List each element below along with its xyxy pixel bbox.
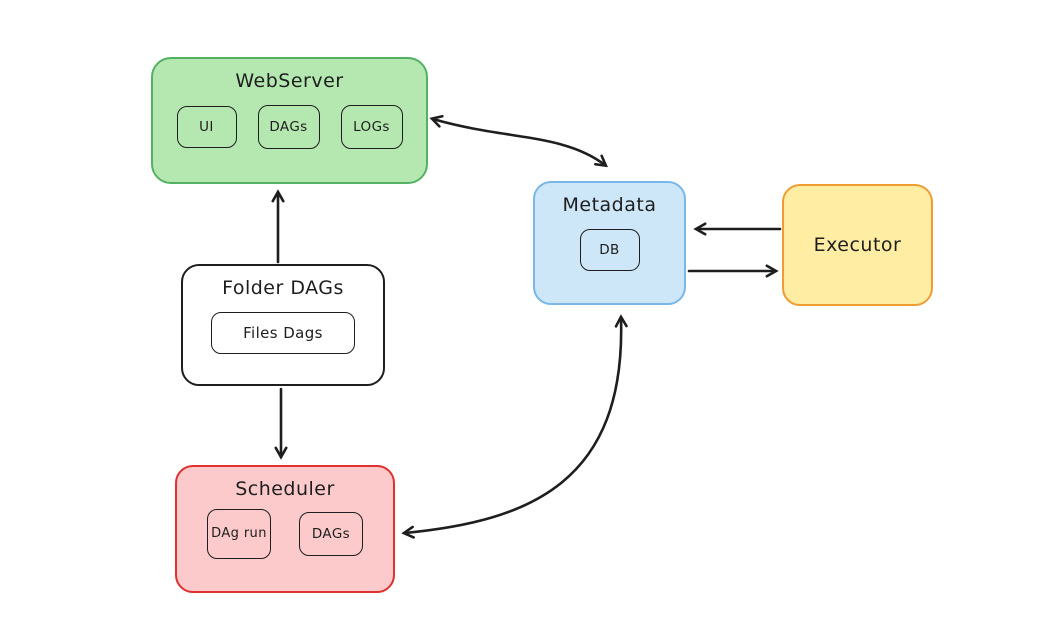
- node-metadata[interactable]: Metadata DB: [533, 181, 686, 305]
- scheduler-child-dags[interactable]: DAGs: [299, 512, 363, 556]
- webserver-children: UI DAGs LOGs: [153, 105, 426, 149]
- node-folder-dags[interactable]: Folder DAGs Files Dags: [181, 264, 385, 386]
- node-webserver[interactable]: WebServer UI DAGs LOGs: [151, 57, 428, 184]
- metadata-children: DB: [535, 229, 684, 271]
- metadata-title: Metadata: [562, 194, 657, 216]
- webserver-child-ui[interactable]: UI: [176, 106, 237, 148]
- node-executor[interactable]: Executor: [782, 184, 933, 306]
- arrow-webserver-metadata-bidirectional: [433, 119, 605, 165]
- webserver-title: WebServer: [235, 70, 344, 92]
- scheduler-title: Scheduler: [235, 478, 335, 500]
- scheduler-child-dag-run[interactable]: DAg run: [207, 509, 271, 559]
- folder-dags-children: Files Dags: [183, 312, 383, 354]
- folder-dags-child-files[interactable]: Files Dags: [211, 312, 355, 354]
- webserver-child-dags[interactable]: DAGs: [257, 105, 320, 149]
- webserver-child-logs[interactable]: LOGs: [340, 105, 403, 149]
- arrow-scheduler-metadata-bidirectional: [405, 318, 621, 533]
- folder-dags-title: Folder DAGs: [222, 277, 344, 299]
- node-scheduler[interactable]: Scheduler DAg run DAGs: [175, 465, 395, 593]
- scheduler-children: DAg run DAGs: [177, 509, 393, 559]
- metadata-child-db[interactable]: DB: [579, 229, 640, 271]
